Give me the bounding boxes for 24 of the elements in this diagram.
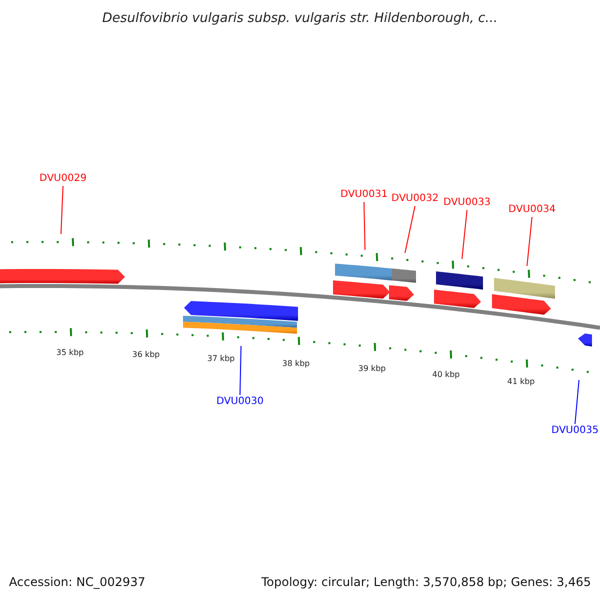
scale-label: 37 kbp — [207, 354, 235, 364]
leader-line — [240, 346, 242, 396]
scale-label: 40 kbp — [432, 370, 460, 380]
leader-line — [526, 216, 532, 266]
footer-text: Accession: NC_002937 — [9, 574, 146, 590]
diagram-title: Desulfovibrio vulgaris subsp. vulgaris str. Hildenborough, c... — [101, 10, 499, 28]
leader-line — [574, 380, 580, 424]
gene-label: DVU0033 — [443, 196, 491, 210]
footer-text: Topology: circular; Length: 3,570,858 bp; Genes: 3,465 — [261, 574, 591, 590]
gene-label: DVU0031 — [340, 188, 388, 202]
scale-label: 39 kbp — [358, 364, 386, 374]
leader-line — [404, 206, 416, 254]
scale-label: 35 kbp — [56, 348, 84, 358]
gene-label: DVU0030 — [216, 395, 264, 409]
scale-label: 41 kbp — [507, 377, 535, 387]
gene-label: DVU0029 — [39, 172, 87, 186]
scale-label: 36 kbp — [132, 350, 160, 360]
gene-label: DVU0035 — [551, 424, 599, 438]
scale-label: 38 kbp — [282, 359, 310, 369]
gene-label: DVU0034 — [508, 203, 556, 217]
leader-line — [60, 186, 64, 234]
leader-line — [364, 202, 366, 250]
leader-line — [462, 210, 468, 260]
gene-label: DVU0032 — [391, 192, 439, 206]
